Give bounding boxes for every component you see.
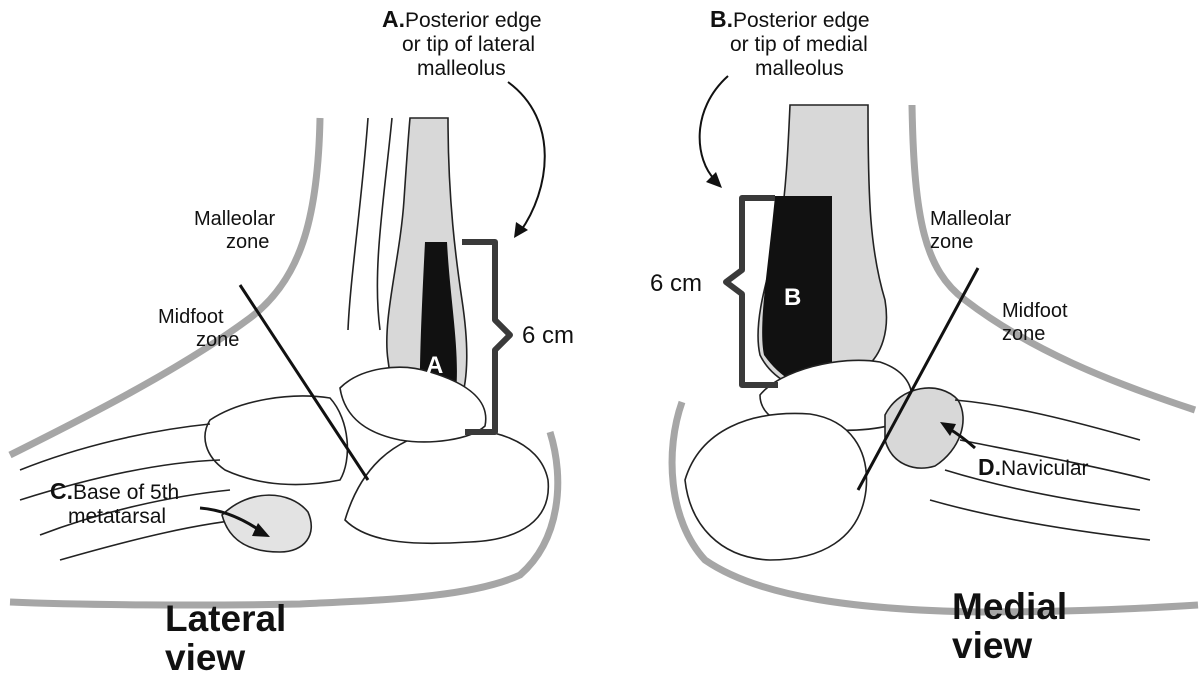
medial-view-illustration (672, 76, 1198, 612)
medial-midfoot-zone-label: Midfoot zone (1002, 300, 1068, 346)
lateral-6cm-label: 6 cm (522, 322, 574, 350)
callout-c-label: C.Base of 5th metatarsal (50, 478, 270, 529)
medial-calcaneus (685, 414, 867, 560)
callout-b-label: B.Posterior edge or tip of medial malleo… (710, 6, 930, 81)
callout-b-arrow (700, 76, 728, 180)
medial-skin-outline (912, 105, 1195, 410)
callout-a-arrow (508, 82, 545, 232)
callout-a-label: A.Posterior edge or tip of lateral malle… (382, 6, 602, 81)
lateral-tibia (348, 118, 392, 330)
lateral-malleolar-zone-label: Malleolar zone (194, 208, 275, 254)
lateral-midfoot-zone-label: Midfoot zone (158, 306, 239, 352)
callout-d-label: D.Navicular (978, 454, 1178, 481)
callout-b-arrowhead (706, 172, 722, 188)
medial-6cm-label: 6 cm (650, 270, 702, 298)
medial-malleolar-zone-label: Malleolar zone (930, 208, 1011, 254)
lateral-view-title: Lateral view (165, 600, 286, 678)
medial-view-title: Medial view (952, 588, 1067, 666)
lateral-calcaneus (345, 429, 548, 543)
medial-zone-letter: B (784, 284, 801, 312)
lateral-midfoot-bones (205, 396, 347, 485)
lateral-zone-letter: A (426, 352, 443, 380)
